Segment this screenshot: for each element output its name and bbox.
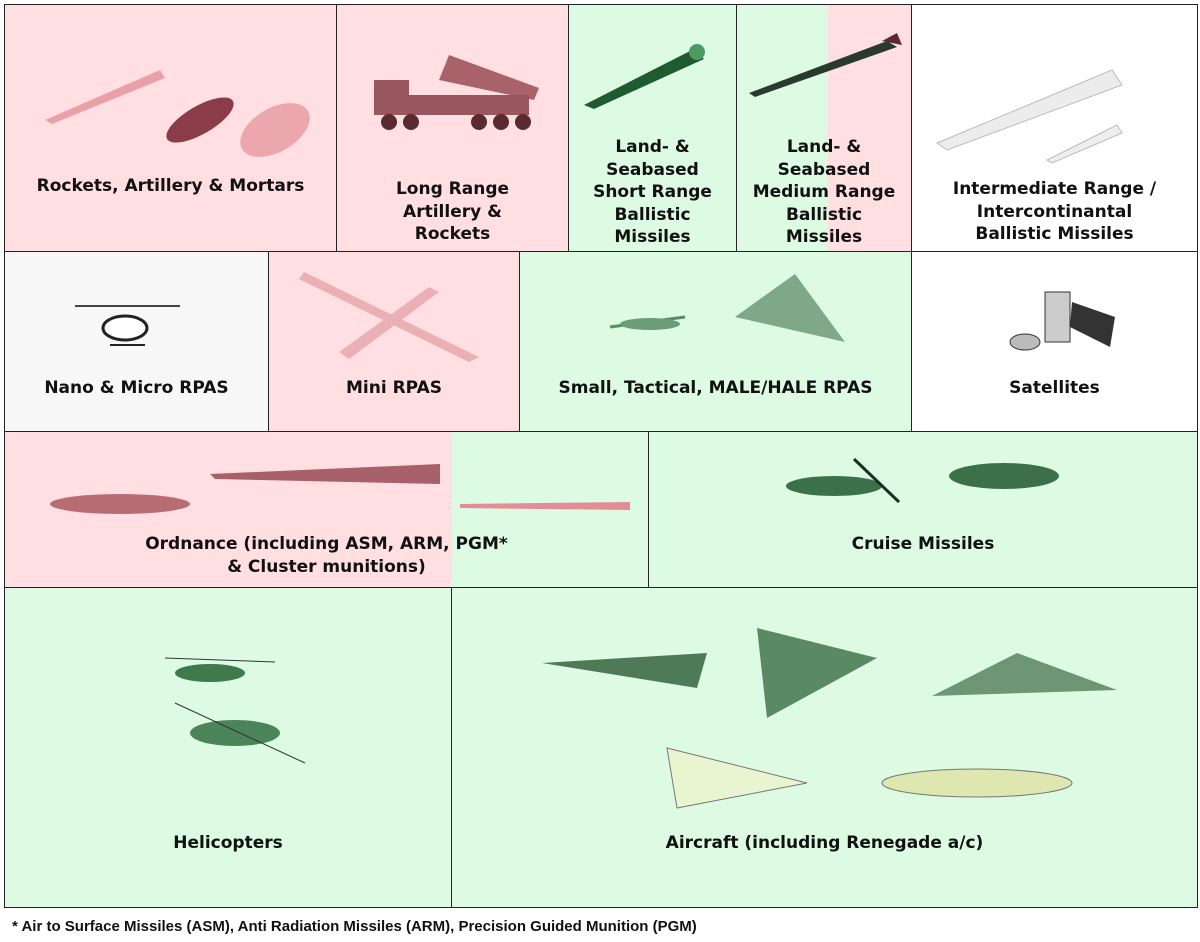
- cell-medium-range-ballistic: Land- & Seabased Medium Range Ballistic …: [736, 4, 912, 252]
- cell-ordnance: Ordnance (including ASM, ARM, PGM* & Clu…: [4, 431, 649, 588]
- aircraft-icon: [542, 628, 1117, 809]
- cell-label: Long Range Artillery & Rockets: [395, 179, 510, 244]
- tactical-drone-icon: [609, 274, 845, 342]
- cell-label: Intermediate Range / Intercontinantal Ba…: [952, 179, 1157, 244]
- cell-aircraft: Aircraft (including Renegade a/c): [451, 587, 1198, 908]
- helicopter-icon: [165, 657, 306, 764]
- footnote: * Air to Surface Missiles (ASM), Anti Ra…: [12, 918, 697, 935]
- cell-cruise-missiles: Cruise Missiles: [648, 431, 1198, 588]
- medium-range-missile-icon: [749, 33, 902, 97]
- cell-label: Land- & Seabased Short Range Ballistic M…: [593, 137, 712, 247]
- cell-label: Rockets, Artillery & Mortars: [36, 176, 305, 196]
- cell-helicopters: Helicopters: [4, 587, 452, 908]
- cell-intermediate-intercontinental: Intermediate Range / Intercontinantal Ba…: [911, 4, 1198, 252]
- rocket-artillery-icon: [45, 70, 310, 157]
- cell-label: Mini RPAS: [346, 378, 442, 398]
- ordnance-missiles-icon: [50, 464, 630, 514]
- cell-label: Satellites: [1009, 378, 1100, 398]
- cruise-missile-icon: [786, 457, 1059, 504]
- cell-label: Aircraft (including Renegade a/c): [665, 833, 984, 853]
- cell-label: Ordnance (including ASM, ARM, PGM* & Clu…: [145, 534, 508, 577]
- cell-label: Cruise Missiles: [851, 534, 995, 554]
- cell-label: Helicopters: [173, 833, 283, 853]
- cell-short-range-ballistic: Land- & Seabased Short Range Ballistic M…: [568, 4, 737, 252]
- micro-helicopter-icon: [75, 305, 180, 346]
- cell-label: Small, Tactical, MALE/HALE RPAS: [558, 378, 873, 398]
- cell-long-range-artillery: Long Range Artillery & Rockets: [336, 4, 569, 252]
- cell-small-tactical-male-hale-rpas: Small, Tactical, MALE/HALE RPAS: [519, 251, 912, 432]
- rocket-launcher-truck-icon: [374, 55, 539, 130]
- cell-mini-rpas: Mini RPAS: [268, 251, 520, 432]
- cell-label: Nano & Micro RPAS: [44, 378, 229, 398]
- cell-nano-micro-rpas: Nano & Micro RPAS: [4, 251, 269, 432]
- short-range-missile-icon: [584, 44, 705, 109]
- icbm-icon: [935, 69, 1123, 164]
- satellite-icon: [1009, 291, 1115, 351]
- cell-label: Land- & Seabased Medium Range Ballistic …: [752, 137, 896, 247]
- mini-drone-icon: [299, 272, 479, 362]
- cell-rockets-artillery-mortars: Rockets, Artillery & Mortars: [4, 4, 337, 252]
- cell-satellites: Satellites: [911, 251, 1198, 432]
